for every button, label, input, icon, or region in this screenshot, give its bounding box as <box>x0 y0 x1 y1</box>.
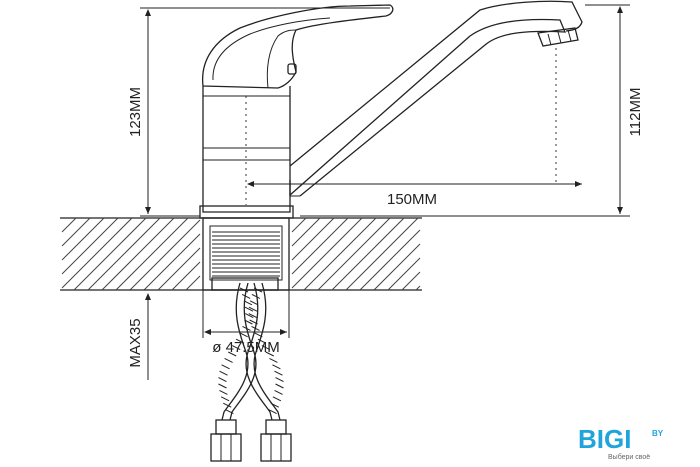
braid-stroke <box>221 364 230 370</box>
hatch-line <box>359 229 421 291</box>
braid-stroke <box>219 389 228 395</box>
braid-stroke <box>251 293 261 299</box>
hatch-line <box>61 217 133 289</box>
braid-stroke <box>218 383 227 389</box>
braid-stroke <box>248 306 258 312</box>
braid-stroke <box>272 364 281 370</box>
hatch-line <box>87 217 161 291</box>
hatch-line <box>291 217 349 275</box>
braid-stroke <box>272 396 282 402</box>
braid-stroke <box>253 287 263 293</box>
braid-stroke <box>261 345 271 351</box>
hatch-line <box>61 217 91 247</box>
hatching-right <box>291 217 421 291</box>
hatch-line <box>291 217 363 289</box>
hatch-line <box>73 217 147 291</box>
braid-stroke <box>275 377 284 383</box>
hose-connector-left <box>210 419 242 462</box>
braid-stroke <box>248 313 257 319</box>
hatch-line <box>129 219 201 291</box>
hatch-line <box>291 217 307 233</box>
logo-suffix-text: BY <box>652 429 664 438</box>
braid-stroke <box>218 377 227 383</box>
hatch-line <box>387 257 421 291</box>
label-max-thickness: MAX35 <box>127 318 144 367</box>
hatch-line <box>415 285 421 291</box>
dimension-123mm: 123MM <box>127 7 390 217</box>
braid-stroke <box>225 409 234 415</box>
braid-stroke <box>241 293 251 299</box>
braid-stroke <box>243 300 253 306</box>
dimension-150mm: 150MM <box>247 48 582 208</box>
hatch-line <box>61 217 77 233</box>
logo-brand-text: BIGI <box>578 424 631 454</box>
hatch-line <box>61 217 119 275</box>
braid-stroke <box>220 396 230 402</box>
shank-threads <box>212 231 280 277</box>
hatch-line <box>115 217 189 291</box>
braid-stroke <box>235 338 245 344</box>
hatch-line <box>331 217 405 291</box>
braid-stroke <box>244 319 253 325</box>
braid-stroke <box>274 389 283 395</box>
braid-stroke <box>270 402 279 408</box>
braid-stroke <box>275 383 284 389</box>
hatch-line <box>101 217 175 291</box>
label-height-total: 123MM <box>127 87 144 137</box>
braid-stroke <box>257 338 267 344</box>
hatch-line <box>61 217 105 261</box>
hatch-line <box>157 247 201 291</box>
dimension-112mm: 112MM <box>300 4 644 217</box>
braid-stroke <box>269 357 278 363</box>
label-height-spout: 112MM <box>627 88 644 137</box>
hatch-line <box>291 217 321 247</box>
hatch-line <box>303 217 377 291</box>
dimension-max35: MAX35 <box>127 289 151 380</box>
brand-logo: BIGI BY Выбери своё <box>578 424 664 461</box>
label-spout-reach: 150MM <box>387 191 437 208</box>
braid-stroke <box>239 287 249 293</box>
hatch-line <box>185 275 201 291</box>
braid-stroke <box>227 351 237 357</box>
braid-stroke <box>245 313 254 319</box>
hatching-left <box>61 217 201 291</box>
hatch-line <box>345 217 419 291</box>
logo-tagline: Выбери своё <box>608 453 650 461</box>
braid-stroke <box>268 409 277 415</box>
braid-stroke <box>223 402 232 408</box>
hatch-line <box>401 271 421 291</box>
dimension-diameter: ø 47.5MM <box>202 290 290 356</box>
hose-braid <box>218 287 284 415</box>
hatch-line <box>317 217 391 291</box>
hose-connector-right <box>260 419 292 462</box>
braid-stroke <box>274 370 283 376</box>
braid-stroke <box>249 300 259 306</box>
braid-stroke <box>231 345 241 351</box>
hatch-line <box>143 233 201 291</box>
braid-stroke <box>244 306 254 312</box>
hatch-line <box>373 243 421 291</box>
braid-stroke <box>219 370 228 376</box>
countertop <box>60 217 422 291</box>
hatch-line <box>291 217 335 261</box>
flexible-hoses <box>210 282 292 462</box>
braid-stroke <box>265 351 275 357</box>
faucet-body <box>199 0 583 219</box>
threaded-shank <box>202 217 290 291</box>
hatch-line <box>171 261 201 291</box>
braid-stroke <box>249 319 258 325</box>
braid-stroke <box>224 357 233 363</box>
label-diameter: ø 47.5MM <box>212 339 280 356</box>
